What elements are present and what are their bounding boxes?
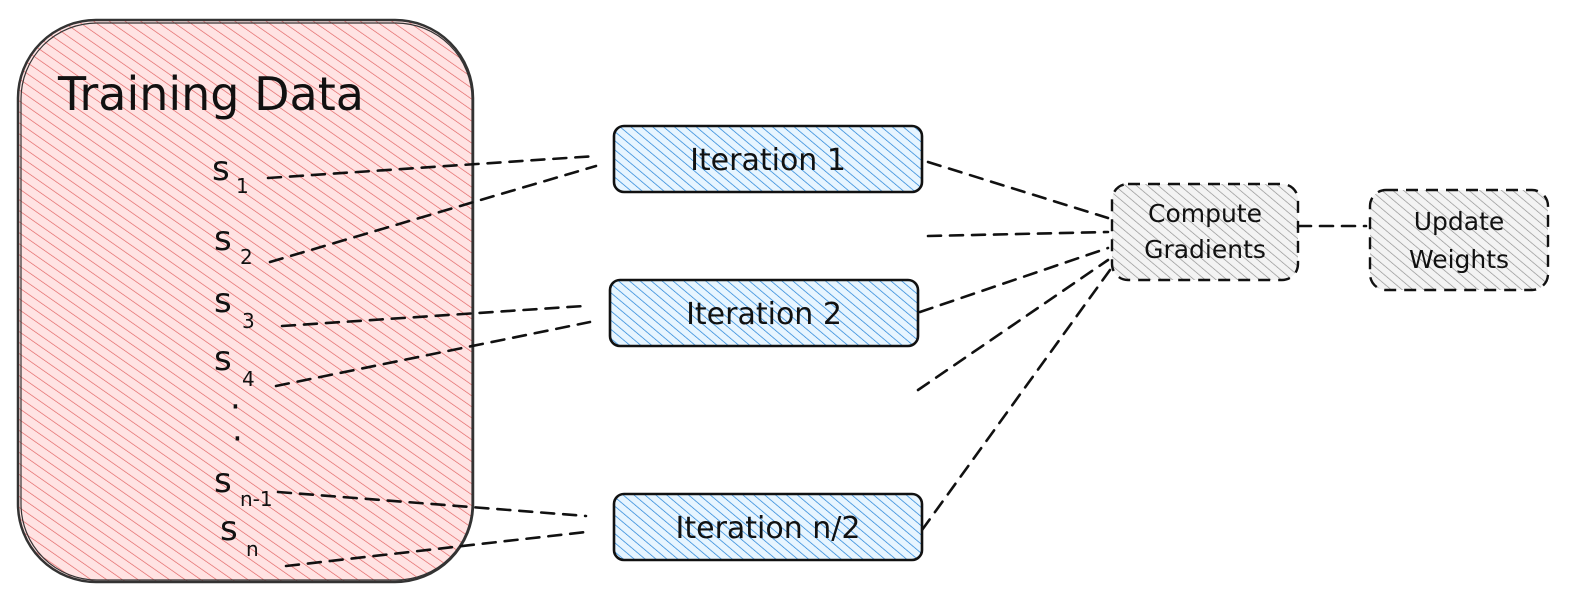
- sample-s3: s 3: [214, 281, 255, 333]
- sample-sn-base: s: [220, 509, 238, 549]
- sample-s2-subscript: 2: [240, 245, 253, 269]
- sample-s1: s 1: [212, 149, 249, 198]
- connector-s1-iteration-1: [266, 154, 598, 180]
- connector-sn-1-iteration-n2: [276, 490, 588, 518]
- update-weights-line-1: Update: [1414, 207, 1505, 236]
- sample-s4-subscript: 4: [242, 367, 255, 391]
- sample-s4: s 4: [214, 339, 255, 391]
- sample-s2-base: s: [214, 219, 232, 259]
- sample-sn: s n: [220, 509, 259, 561]
- ellipsis-dot-1: ·: [230, 387, 241, 427]
- sample-s3-subscript: 3: [242, 309, 255, 333]
- connector-extra-upper-gradients: [926, 230, 1110, 238]
- iteration-n2-box: Iteration n/2: [612, 492, 924, 562]
- connector-s3-iteration-2: [280, 304, 586, 328]
- sample-sn-1-base: s: [214, 461, 232, 501]
- connector-extra-lower-gradients: [916, 258, 1110, 392]
- sample-connectors: [266, 154, 598, 568]
- connector-iteration-2-gradients: [918, 246, 1110, 314]
- compute-gradients-line-1: Compute: [1148, 199, 1262, 228]
- compute-gradients-line-2: Gradients: [1144, 235, 1266, 264]
- ellipsis-dot-2: ·: [232, 419, 243, 459]
- sample-sn-1-subscript: n-1: [240, 487, 273, 511]
- update-weights-line-2: Weights: [1409, 245, 1509, 274]
- sample-s2: s 2: [214, 219, 253, 269]
- sample-s1-base: s: [212, 149, 230, 189]
- iteration-n2-label: Iteration n/2: [676, 511, 861, 546]
- iteration-1-label: Iteration 1: [690, 143, 846, 178]
- compute-gradients-box: Compute Gradients: [1110, 182, 1300, 282]
- iteration-1-box: Iteration 1: [612, 124, 924, 194]
- iteration-2-label: Iteration 2: [686, 297, 842, 332]
- connector-s2-iteration-1: [268, 164, 598, 264]
- training-data-title: Training Data: [57, 67, 364, 121]
- connector-sn-iteration-n2: [284, 530, 588, 568]
- gradient-connectors: [916, 160, 1368, 532]
- training-data-box: [16, 18, 475, 584]
- update-weights-box: Update Weights: [1368, 188, 1550, 292]
- sample-s3-base: s: [214, 281, 232, 321]
- connector-iteration-1-gradients: [926, 160, 1110, 220]
- connector-iteration-n2-gradients: [920, 268, 1112, 532]
- iteration-2-box: Iteration 2: [608, 278, 920, 348]
- sample-s1-subscript: 1: [236, 174, 249, 198]
- sample-s4-base: s: [214, 339, 232, 379]
- connector-s4-iteration-2: [274, 320, 592, 388]
- sample-sn-1: s n-1: [214, 461, 273, 511]
- sample-sn-subscript: n: [246, 537, 259, 561]
